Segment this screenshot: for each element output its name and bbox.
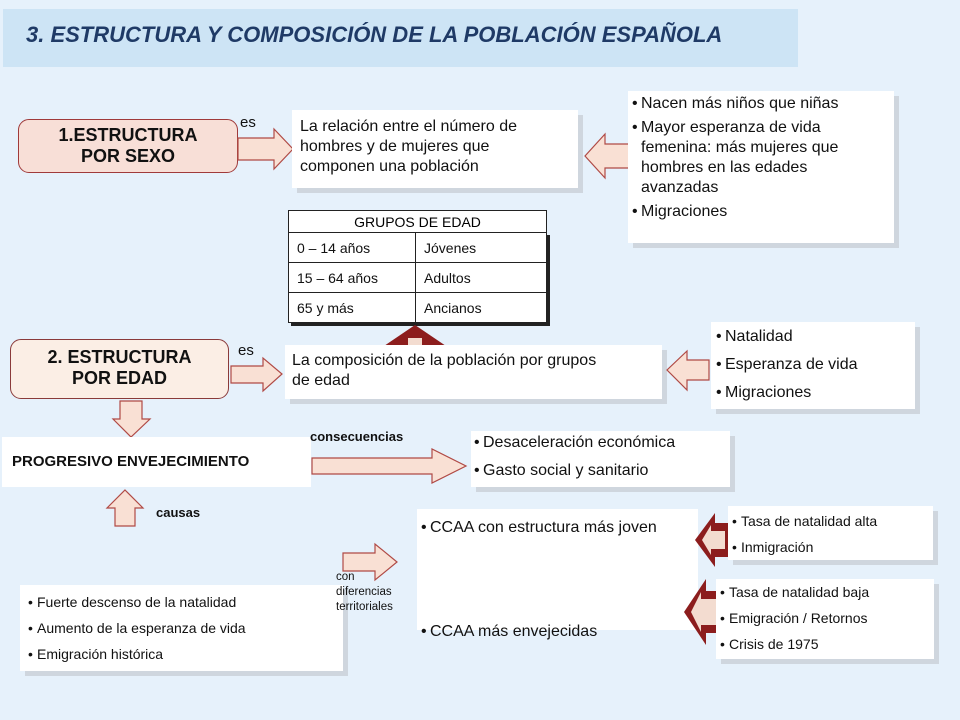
age-range: 65 y más — [288, 292, 416, 323]
envejecida-left-arrow — [684, 579, 726, 645]
causas-label: causas — [156, 505, 201, 520]
edad-es-label: es — [238, 342, 254, 359]
age-group: Adultos — [415, 262, 547, 293]
table-row: 15 – 64 años Adultos — [288, 262, 547, 293]
causas-box: Fuerte descenso de la natalidad Aumento … — [20, 585, 343, 671]
sexo-factor-item: Nacen más niños que niñas — [632, 94, 890, 114]
consecuencias-box: Desaceleración económica Gasto social y … — [471, 431, 730, 487]
consecuencias-label: consecuencias — [310, 429, 404, 444]
sexo-factors: Nacen más niños que niñas Mayor esperanz… — [628, 91, 894, 243]
ccaa-envejecida: CCAA más envejecidas — [421, 622, 702, 642]
sexo-definition-line: componen una población — [300, 158, 479, 175]
sexo-right-arrow — [237, 127, 294, 171]
estructura-sexo-line1: 1.ESTRUCTURA — [58, 125, 198, 145]
consecuencia-item: Desaceleración económica — [474, 433, 727, 453]
ccaa-joven: CCAA con estructura más joven — [421, 518, 702, 538]
edad-definition-line: de edad — [292, 372, 350, 389]
sexo-factor-item: Mayor esperanza de vida femenina: más mu… — [632, 118, 890, 198]
sexo-definition-line: hombres y de mujeres que — [300, 138, 490, 155]
consecuencias-arrow — [311, 448, 468, 484]
edad-right-arrow — [230, 356, 283, 393]
estructura-edad-box: 2. ESTRUCTURA POR EDAD — [10, 339, 229, 399]
grupos-edad-table: 0 – 14 años Jóvenes 15 – 64 años Adultos… — [288, 232, 547, 323]
edad-definition: La composición de la población por grupo… — [285, 345, 662, 399]
envejecimiento-box: PROGRESIVO ENVEJECIMIENTO — [2, 437, 311, 487]
table-row: 0 – 14 años Jóvenes — [288, 232, 547, 263]
estructura-edad-line1: 2. ESTRUCTURA — [47, 347, 192, 367]
edad-up-arrow — [384, 325, 446, 348]
edad-factors: Natalidad Esperanza de vida Migraciones — [711, 322, 915, 409]
age-group: Jóvenes — [415, 232, 547, 263]
edad-down-arrow — [111, 400, 152, 438]
edad-factor-item: Esperanza de vida — [716, 356, 910, 374]
estructura-sexo-box: 1.ESTRUCTURA POR SEXO — [18, 119, 238, 173]
causa-item: Emigración histórica — [28, 644, 335, 664]
sexo-es-label: es — [240, 114, 256, 131]
envejecida-factor-item: Crisis de 1975 — [720, 634, 930, 654]
ccaa-box: CCAA con estructura más joven CCAA más e… — [417, 509, 698, 642]
edad-factor-item: Migraciones — [716, 384, 910, 402]
age-range: 15 – 64 años — [288, 262, 416, 293]
causas-up-arrow — [105, 489, 145, 527]
consecuencia-item: Gasto social y sanitario — [474, 461, 727, 481]
estructura-edad-line2: POR EDAD — [71, 368, 167, 388]
table-row: 65 y más Ancianos — [288, 292, 547, 323]
edad-definition-line: La composición de la población por grupo… — [292, 352, 597, 369]
territorial-arrow — [342, 542, 398, 582]
territorial-label: con diferencias territoriales — [336, 571, 393, 613]
edad-factor-item: Natalidad — [716, 328, 910, 346]
estructura-sexo-line2: POR SEXO — [80, 146, 176, 166]
grupos-edad-header: GRUPOS DE EDAD — [288, 210, 547, 232]
envejecida-factor-item: Tasa de natalidad baja — [720, 582, 930, 602]
joven-left-arrow — [695, 513, 731, 567]
joven-factor-item: Inmigración — [732, 537, 929, 557]
joven-factor-item: Tasa de natalidad alta — [732, 511, 929, 531]
sexo-definition-line: La relación entre el número de — [300, 118, 518, 135]
causa-item: Aumento de la esperanza de vida — [28, 618, 335, 638]
joven-factors: Tasa de natalidad alta Inmigración — [728, 506, 933, 560]
envejecida-factors: Tasa de natalidad baja Emigración / Reto… — [716, 579, 934, 659]
envejecida-factor-item: Emigración / Retornos — [720, 608, 930, 628]
age-group: Ancianos — [415, 292, 547, 323]
title-bar — [3, 9, 798, 67]
sexo-definition: La relación entre el número de hombres y… — [292, 110, 578, 188]
causa-item: Fuerte descenso de la natalidad — [28, 592, 335, 612]
sexo-factor-item: Migraciones — [632, 202, 890, 222]
age-range: 0 – 14 años — [288, 232, 416, 263]
page-title: 3. ESTRUCTURA Y COMPOSICIÓN DE LA POBLAC… — [26, 22, 723, 47]
edad-left-arrow — [666, 349, 710, 392]
